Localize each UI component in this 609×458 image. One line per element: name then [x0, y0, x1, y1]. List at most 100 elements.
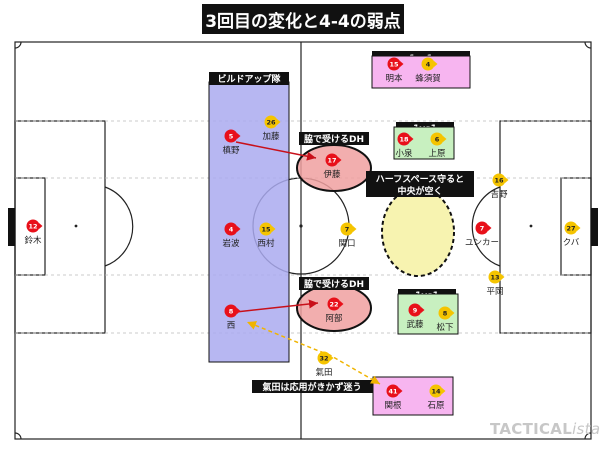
pitch-boundary	[14, 41, 592, 440]
player-number: 26	[266, 118, 276, 126]
player-facing-marker	[451, 310, 455, 316]
player-9: 9武藤	[406, 303, 425, 330]
player-marker	[224, 304, 238, 318]
player-marker	[429, 384, 443, 398]
player-number: 18	[399, 135, 409, 143]
corner-arc-br	[584, 432, 592, 440]
left-penalty-spot	[74, 224, 78, 228]
player-number: 6	[435, 135, 440, 143]
player-facing-marker	[488, 225, 492, 231]
player-8y: 8松下	[436, 306, 455, 333]
player-name: クバ	[563, 238, 580, 248]
player-name: 槙野	[222, 145, 240, 156]
player-marker	[488, 270, 502, 284]
player-8: 8西	[224, 304, 241, 331]
player-marker	[387, 57, 401, 71]
pass-arrow-bottom	[235, 299, 319, 313]
player-number: 22	[329, 300, 338, 308]
player-name: 関根	[384, 400, 402, 411]
left-goal	[8, 208, 15, 246]
dh-zone-top	[296, 144, 372, 192]
player-name: 小泉	[395, 148, 413, 159]
pass-arrow-top	[235, 141, 317, 161]
player-facing-marker	[501, 274, 505, 280]
player-number: 12	[28, 222, 37, 230]
half-space-label-bg	[366, 171, 474, 197]
player-marker	[475, 221, 489, 235]
dh-top-label-bg	[299, 132, 369, 145]
player-name: 鈴木	[24, 235, 42, 246]
dh-top-label: 脇で受けるDH	[304, 133, 364, 145]
player-facing-marker	[400, 61, 404, 67]
player-number: 9	[413, 306, 418, 314]
player-facing-marker	[443, 136, 447, 142]
player-name: 関口	[338, 239, 355, 249]
player-number: 7	[345, 225, 350, 233]
player-name: 吉野	[490, 190, 508, 200]
player-4: 4岩波	[222, 222, 241, 249]
player-name: 平岡	[486, 287, 503, 297]
player-number: 5	[229, 132, 234, 140]
player-number: 15	[261, 225, 271, 233]
player-number: 13	[490, 273, 499, 281]
player-marker	[327, 297, 341, 311]
keita-note-bg	[252, 380, 373, 393]
player-facing-marker	[442, 388, 446, 394]
player-name: 西	[227, 321, 236, 331]
player-marker	[492, 173, 506, 187]
half-space-label-line1: ハーフスペース守ると	[376, 173, 464, 185]
corner-arc-tr	[584, 41, 592, 49]
player-facing-marker	[410, 136, 414, 142]
player-marker	[408, 303, 422, 317]
pitch-marks	[8, 208, 598, 246]
player-22: 22 阿部	[325, 297, 344, 324]
watermark-prefix: TACTICAL	[490, 420, 573, 438]
player-5: 5 槙野	[222, 129, 241, 156]
player-marker	[26, 219, 40, 233]
corner-arc-tl	[14, 41, 22, 49]
player-name: 伊藤	[323, 169, 341, 180]
player-name: 岩波	[222, 238, 240, 249]
player-marker	[430, 132, 444, 146]
player-18: 18 小泉	[395, 132, 414, 159]
player-name: ユンカー	[465, 238, 499, 248]
watermark-suffix: ista	[572, 420, 601, 438]
left-penalty-arc	[104, 186, 134, 267]
player-name: 松下	[436, 322, 454, 333]
player-facing-marker	[330, 355, 334, 361]
player-facing-marker	[399, 388, 403, 394]
player-number: 17	[327, 156, 336, 164]
player-number: 27	[566, 224, 575, 232]
player-facing-marker	[338, 157, 342, 163]
player-marker	[259, 222, 273, 236]
player-marker	[421, 57, 435, 71]
player-name: 石原	[427, 401, 444, 411]
player-facing-marker	[39, 223, 43, 229]
player-facing-marker	[577, 225, 581, 231]
player-name: 西村	[257, 238, 275, 249]
player-7y: 7 関口	[338, 222, 357, 249]
player-facing-marker	[505, 177, 509, 183]
right-goal	[591, 208, 598, 246]
player-facing-marker	[353, 226, 357, 232]
player-number: 32	[319, 354, 328, 362]
watermark: TACTICALista	[490, 420, 605, 444]
player-facing-marker	[277, 119, 281, 125]
center-spot	[299, 224, 303, 228]
player-facing-marker	[421, 307, 425, 313]
player-12: 12 鈴木	[24, 219, 43, 246]
player-name: 阿部	[325, 313, 343, 324]
player-marker	[325, 153, 339, 167]
right-penalty-arc	[471, 186, 501, 267]
dh-bottom-label: 脇で受けるDH	[304, 278, 364, 290]
player-number: 8	[229, 307, 234, 315]
player-facing-marker	[340, 301, 344, 307]
player-marker	[386, 384, 400, 398]
player-marker	[438, 306, 452, 320]
